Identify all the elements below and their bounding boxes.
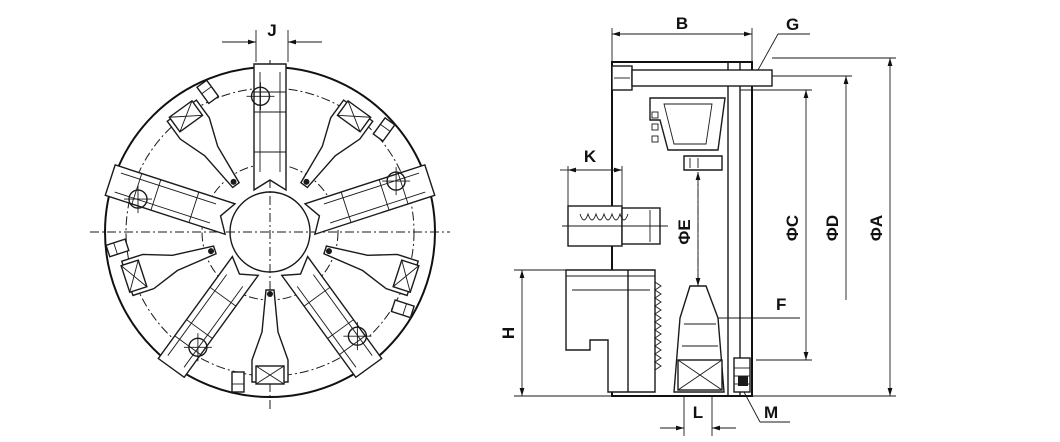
label-b: B — [676, 14, 688, 33]
wedge-3 — [231, 289, 289, 393]
dimension-e: ΦE — [675, 172, 701, 286]
label-c: ΦC — [783, 215, 802, 241]
dimension-l: L — [660, 396, 736, 436]
lower-jaw-block — [565, 269, 656, 393]
dimension-g: G — [757, 15, 810, 71]
side-section-view: B G K ΦE H — [499, 14, 896, 436]
lower-serrations — [654, 281, 662, 371]
wedge-1 — [299, 99, 396, 189]
label-h: H — [499, 327, 518, 339]
dimension-b: B — [611, 14, 753, 62]
upper-jaw-section — [649, 97, 726, 151]
dimension-j: J — [222, 21, 322, 62]
label-f: F — [776, 295, 786, 314]
small-screw — [683, 155, 723, 171]
set-screw-m — [733, 357, 751, 393]
wedge-5 — [166, 79, 241, 189]
dimension-d: ΦD — [772, 75, 852, 300]
label-k: K — [584, 147, 597, 166]
label-m: M — [764, 403, 778, 422]
dimension-k: K — [560, 147, 623, 206]
label-d: ΦD — [823, 215, 842, 241]
label-g: G — [786, 15, 799, 34]
label-l: L — [693, 403, 703, 422]
wedge-4 — [105, 238, 217, 297]
label-e: ΦE — [675, 219, 694, 244]
dimension-h: H — [499, 269, 612, 397]
jaw-4 — [157, 255, 260, 379]
jaw-group — [104, 63, 436, 393]
jaw-2 — [303, 163, 436, 236]
plunger-spring — [579, 212, 629, 221]
dimension-f: F — [718, 295, 800, 319]
front-view: J — [90, 21, 450, 410]
upper-serrations — [651, 111, 659, 143]
jaw-3 — [280, 255, 383, 379]
dimension-c: ΦC — [740, 89, 812, 361]
wedge-2 — [323, 245, 420, 319]
label-j: J — [267, 21, 276, 40]
top-bolt-shank — [631, 69, 773, 87]
dimension-a: ΦA — [752, 57, 896, 397]
label-a: ΦA — [867, 215, 886, 241]
mounting-holes — [124, 82, 411, 362]
jaw-1 — [253, 63, 287, 192]
dimension-m: M — [743, 391, 790, 423]
jaw-5 — [104, 163, 237, 236]
